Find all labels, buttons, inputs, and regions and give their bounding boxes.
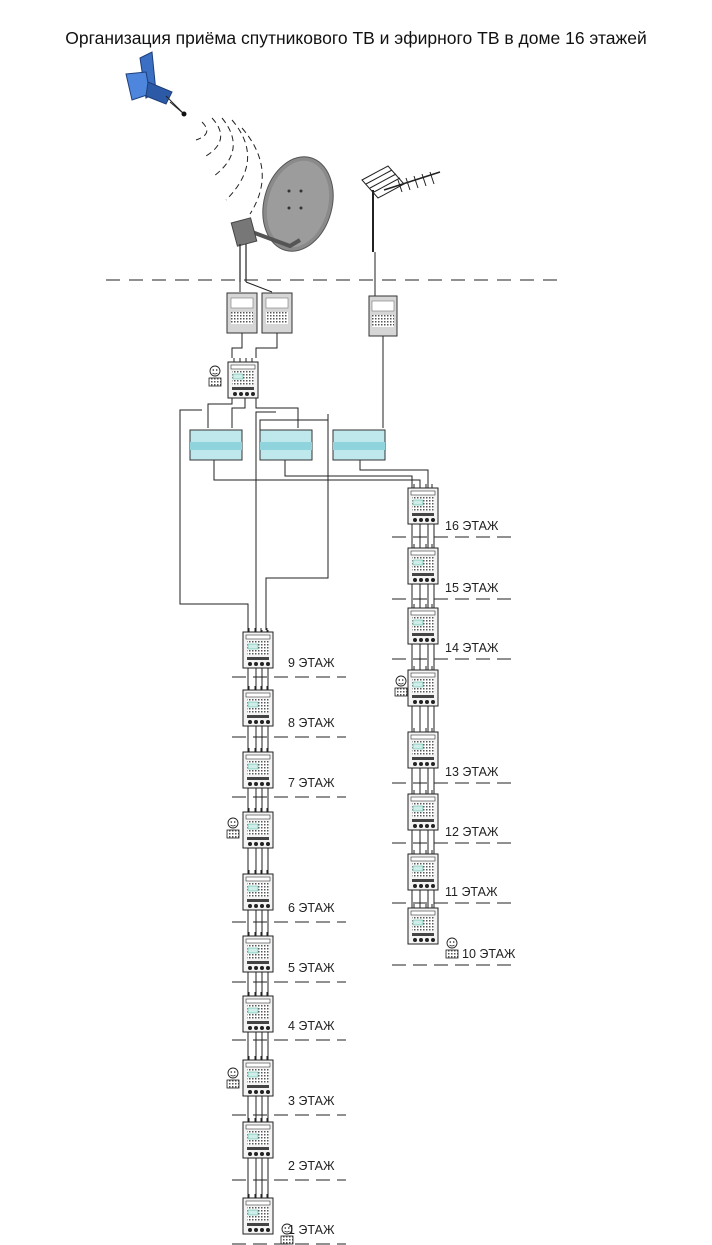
floor-label: 6 ЭТАЖ	[288, 901, 335, 915]
floor-label: 1 ЭТАЖ	[288, 1223, 335, 1237]
satellite-dish-icon	[230, 156, 334, 293]
amplifier-blocks	[189, 429, 386, 461]
floor-labels: 9 ЭТАЖ 8 ЭТАЖ 7 ЭТАЖ 6 ЭТАЖ 5 ЭТАЖ 4 ЭТАЖ 3 ЭТ…	[232, 519, 516, 1245]
terrestrial-antenna-icon	[361, 165, 441, 296]
floor-label: 3 ЭТАЖ	[288, 1094, 335, 1108]
tv-subscriber-icon	[394, 675, 408, 697]
tv-subscriber-icon	[226, 1067, 240, 1089]
floor-label: 4 ЭТАЖ	[288, 1019, 335, 1033]
multiswitch-left-9	[242, 1193, 274, 1235]
floor-label: 5 ЭТАЖ	[288, 961, 335, 975]
floor-label: 12 ЭТАЖ	[445, 825, 499, 839]
multiswitch-left-4	[242, 869, 274, 911]
multiswitch-right-7	[407, 903, 439, 945]
multiswitch-right-3	[407, 665, 439, 707]
multiswitch-left-8	[242, 1117, 274, 1159]
tv-subscriber-icon	[208, 365, 222, 387]
tv-subscriber-icon	[226, 817, 240, 839]
riser-left-units	[226, 627, 294, 1245]
multiswitch-left-3	[242, 807, 274, 849]
multiswitch-right-5	[407, 789, 439, 831]
multiswitch-left-5	[242, 931, 274, 973]
multiswitch-right-0	[407, 483, 439, 525]
signal-waves	[195, 117, 263, 215]
satellite-icon	[125, 51, 187, 117]
multiswitch-left-7	[242, 1055, 274, 1097]
floor-label: 11 ЭТАЖ	[445, 885, 498, 899]
floor-label: 16 ЭТАЖ	[445, 519, 499, 533]
multiswitch-left-2	[242, 747, 274, 789]
riser-cables	[247, 488, 435, 1232]
multiswitch-right-1	[407, 543, 439, 585]
tv-subscriber-icon	[445, 937, 459, 959]
multiswitch-right-6	[407, 849, 439, 891]
floor-label: 13 ЭТАЖ	[445, 765, 499, 779]
floor-label: 7 ЭТАЖ	[288, 776, 335, 790]
head-multiswitch	[227, 357, 259, 399]
floor-label: 10 ЭТАЖ	[462, 947, 516, 961]
trunk-wiring	[179, 333, 429, 630]
multiswitch-right-4	[407, 727, 439, 769]
floor-label: 15 ЭТАЖ	[445, 581, 499, 595]
multiswitch-right-2	[407, 603, 439, 645]
power-supply-units	[226, 292, 398, 337]
floor-label: 2 ЭТАЖ	[288, 1159, 335, 1173]
multiswitch-left-0	[242, 627, 274, 669]
floor-label: 8 ЭТАЖ	[288, 716, 335, 730]
floor-label: 14 ЭТАЖ	[445, 641, 499, 655]
diagram-title: Организация приёма спутникового ТВ и эфи…	[65, 28, 647, 48]
multiswitch-left-6	[242, 991, 274, 1033]
floor-label: 9 ЭТАЖ	[288, 656, 335, 670]
multiswitch-left-1	[242, 685, 274, 727]
